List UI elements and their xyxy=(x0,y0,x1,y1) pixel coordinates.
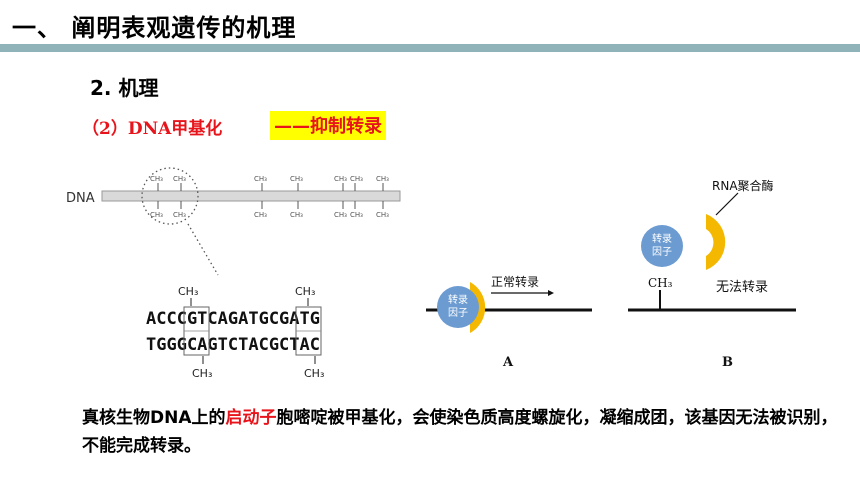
bottom-strand: TGGGCAGTCTACGCTAC xyxy=(146,335,320,355)
zoom-line xyxy=(187,223,219,276)
methyl-marks-bottom xyxy=(157,201,384,209)
methyl-label: CH₃ xyxy=(334,211,347,219)
rna-polymerase-label: RNA聚合酶 xyxy=(712,178,774,193)
arrow-head xyxy=(548,290,554,296)
description-highlight: 启动子 xyxy=(225,408,277,428)
methyl-label: CH₃ xyxy=(295,285,315,298)
methyl-label: CH₃ xyxy=(304,367,324,380)
methyl-label: CH₃ xyxy=(178,285,198,298)
methyl-label: CH₃ xyxy=(192,367,212,380)
panel-b-label: B xyxy=(722,355,733,370)
methyl-label: CH₃ xyxy=(150,211,163,219)
methylation-figure: DNA CH₃ CH₃ CH₃ CH₃ CH₃ CH₃ CH₃ CH₃ CH₃ … xyxy=(66,167,796,380)
methyl-label: CH₃ xyxy=(350,211,363,219)
methyl-label: CH₃ xyxy=(290,211,303,219)
methyl-label: CH₃ xyxy=(334,175,347,183)
methyl-marks-top xyxy=(157,183,384,191)
title-underline-bar xyxy=(0,44,860,52)
method-effect-highlight: ——抑制转录 xyxy=(270,111,386,140)
dna-strand-bar xyxy=(101,190,401,202)
methyl-label: CH₃ xyxy=(254,211,267,219)
normal-transcription-label: 正常转录 xyxy=(491,274,539,289)
methyl-label: CH₃ xyxy=(648,276,673,290)
rna-pol-pointer xyxy=(715,192,739,216)
method-label: （2）DNA甲基化 xyxy=(82,119,223,139)
methyl-labels-bottom: CH₃ CH₃ CH₃ CH₃ CH₃ CH₃ CH₃ xyxy=(150,211,389,219)
rna-polymerase-b xyxy=(706,214,726,270)
description-text: 真核生物DNA上的启动子胞嘧啶被甲基化，会使染色质高度螺旋化，凝缩成团，该基因无… xyxy=(82,404,842,460)
panel-a: 转录 因子 正常转录 A xyxy=(426,274,592,370)
page-title: 一、 阐明表观遗传的机理 xyxy=(12,14,297,42)
methyl-label: CH₃ xyxy=(290,175,303,183)
sequence-detail: CH₃ CH₃ ACCCGTCAGATGCGATG TGGGCAGTCTACGC… xyxy=(146,285,324,380)
methyl-label: CH₃ xyxy=(376,211,389,219)
transcription-factor-a xyxy=(437,286,479,328)
transcription-factor-b xyxy=(641,225,683,267)
methyl-label: CH₃ xyxy=(150,175,163,183)
tf-label: 因子 xyxy=(448,307,468,319)
methyl-label: CH₃ xyxy=(376,175,389,183)
no-transcription-label: 无法转录 xyxy=(716,280,768,295)
section-subtitle: 2. 机理 xyxy=(90,76,159,100)
dna-label: DNA xyxy=(66,191,95,206)
methyl-labels-top: CH₃ CH₃ CH₃ CH₃ CH₃ CH₃ CH₃ xyxy=(150,175,389,183)
description-part1: 真核生物DNA上的 xyxy=(82,408,226,428)
tf-label: 转录 xyxy=(652,232,672,245)
zoom-circle xyxy=(141,167,199,225)
top-strand: ACCCGTCAGATGCGATG xyxy=(146,309,320,329)
description-part2: 胞嘧啶被甲基化，会使染色质高度螺旋化，凝缩成团，该基因无法被识别，不能完成转录。 xyxy=(82,408,838,456)
methyl-label: CH₃ xyxy=(173,211,186,219)
tf-label: 转录 xyxy=(448,293,468,306)
methyl-label: CH₃ xyxy=(173,175,186,183)
methyl-label: CH₃ xyxy=(350,175,363,183)
tf-label: 因子 xyxy=(652,246,672,258)
panel-a-label: A xyxy=(502,355,514,370)
panel-b: CH₃ 转录 因子 RNA聚合酶 无法转录 B xyxy=(628,178,796,370)
methyl-label: CH₃ xyxy=(254,175,267,183)
